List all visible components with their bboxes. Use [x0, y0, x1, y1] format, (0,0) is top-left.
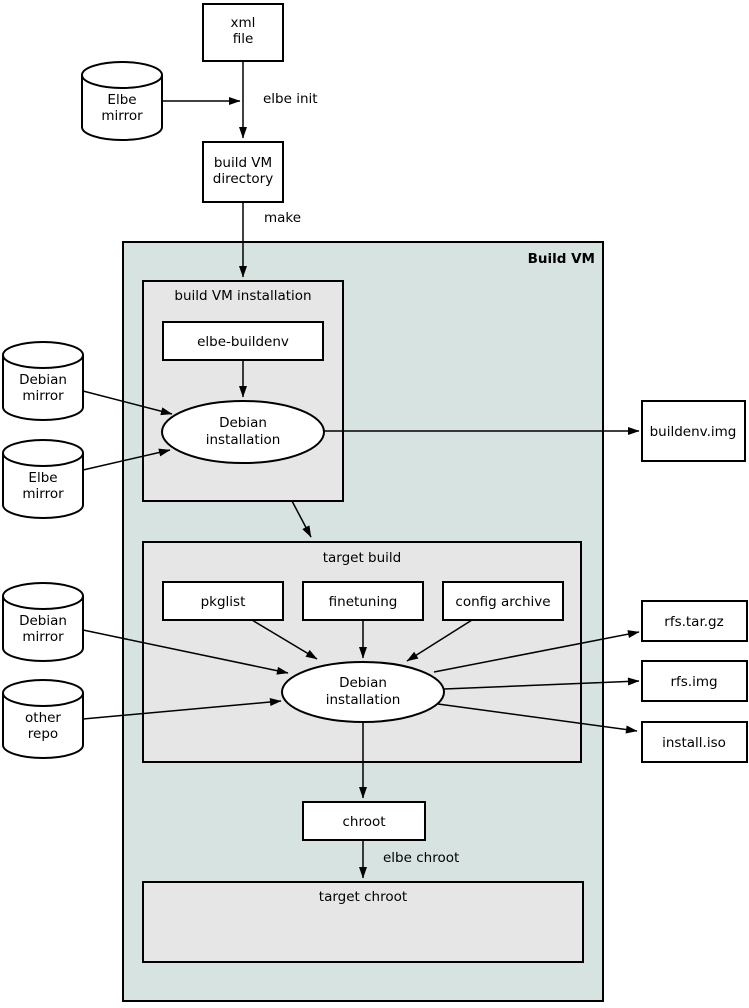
elbe-mirror-top-line1: Elbe [107, 92, 136, 108]
node-elbe-mirror-left: Elbe mirror [2, 439, 84, 519]
build-vm-installation-label: build VM installation [174, 288, 311, 304]
node-pkglist: pkglist [162, 581, 284, 621]
rfs-tar-gz-box [641, 600, 748, 642]
edge-debinst2-to-rfsimg [443, 677, 640, 690]
elbe-mirror-left-line2: mirror [22, 486, 64, 502]
debian-mirror-1-line2: mirror [22, 388, 64, 404]
elbe-mirror-top-line2: mirror [101, 108, 143, 124]
install-iso-label: install.iso [662, 735, 726, 751]
edge-debinst2-to-installiso [437, 703, 638, 734]
node-xml-file: xml file [202, 3, 284, 62]
node-debian-mirror-1: Debian mirror [2, 341, 84, 421]
debian-mirror-2-line2: mirror [22, 629, 64, 645]
node-rfs-tar-gz: rfs.tar.gz [641, 600, 748, 642]
finetuning-label: finetuning [329, 594, 398, 610]
debian-mirror-1-line1: Debian [19, 372, 67, 388]
other-repo-rim [2, 692, 84, 707]
chroot-label: chroot [342, 814, 385, 830]
debian-installation-vm-line1: Debian [219, 415, 267, 431]
debian-installation-vm-line2: installation [206, 432, 281, 448]
install-iso-box [641, 721, 748, 763]
config-archive-label: config archive [455, 594, 550, 610]
edges [82, 61, 640, 879]
node-elbe-buildenv: elbe-buildenv [162, 321, 324, 361]
node-debian-mirror-2: Debian mirror [2, 582, 84, 662]
edge-debinst2-to-rfstargz [433, 630, 640, 673]
node-install-iso: install.iso [641, 721, 748, 763]
pkglist-box [162, 581, 284, 621]
xml-file-line1: xml [231, 15, 256, 31]
node-build-vm-directory: build VM directory [202, 141, 284, 203]
edge-elbemirror2-to-debinst1 [82, 448, 171, 471]
node-debian-installation-vm: Debian installation [161, 400, 325, 464]
node-buildenv-img: buildenv.img [641, 400, 746, 462]
config-archive-box [442, 581, 564, 621]
node-elbe-mirror-top: Elbe mirror [81, 61, 163, 141]
rfs-img-box [641, 660, 748, 702]
edge-label-make: make [264, 210, 301, 226]
xml-file-line2: file [233, 31, 254, 47]
edge-configarchive-to-debinst2 [406, 619, 473, 662]
target-chroot-label: target chroot [319, 889, 407, 905]
elbe-mirror-left-line1: Elbe [28, 470, 57, 486]
xml-file-box [202, 3, 284, 62]
edge-pkglist-to-debinst2 [251, 619, 318, 660]
rfs-tar-gz-label: rfs.tar.gz [664, 614, 723, 630]
other-repo-line2: repo [28, 726, 58, 742]
elbe-buildenv-label: elbe-buildenv [197, 334, 289, 350]
build-vm-directory-line2: directory [213, 171, 273, 187]
target-build-cluster [142, 541, 582, 763]
edge-debmirror1-to-debinst1 [82, 390, 173, 416]
debian-installation-target-line1: Debian [339, 675, 387, 691]
build-vm-directory-line1: build VM [214, 155, 272, 171]
edge-otherrepo-to-debinst2 [82, 698, 282, 720]
elbe-mirror-top-cylinder [81, 61, 163, 141]
debian-installation-vm-ellipse [161, 400, 325, 464]
elbe-mirror-left-rim [2, 452, 84, 467]
node-config-archive: config archive [442, 581, 564, 621]
build-vm-label: Build VM [528, 251, 595, 267]
buildenv-img-label: buildenv.img [650, 424, 737, 440]
elbe-buildenv-box [162, 321, 324, 361]
node-other-repo: other repo [2, 679, 84, 759]
rfs-img-label: rfs.img [670, 674, 717, 690]
edge-label-elbe-init: elbe init [263, 91, 318, 107]
debian-mirror-2-cylinder [2, 582, 84, 662]
elbe-mirror-left-cylinder [2, 439, 84, 519]
target-chroot-cluster [142, 881, 584, 963]
finetuning-box [302, 581, 424, 621]
build-vm-directory-box [202, 141, 284, 203]
elbe-mirror-top-rim [81, 74, 163, 89]
node-debian-installation-target: Debian installation [281, 661, 445, 723]
buildenv-img-box [641, 400, 746, 462]
debian-installation-target-ellipse [281, 661, 445, 723]
node-chroot: chroot [302, 801, 426, 841]
debian-mirror-1-cylinder [2, 341, 84, 421]
other-repo-line1: other [25, 710, 61, 726]
debian-mirror-2-rim [2, 595, 84, 610]
edge-debmirror2-to-debinst2 [82, 629, 289, 675]
edge-label-elbe-chroot: elbe chroot [383, 850, 459, 866]
target-build-label: target build [323, 550, 402, 566]
node-finetuning: finetuning [302, 581, 424, 621]
pkglist-label: pkglist [201, 594, 246, 610]
debian-installation-target-line2: installation [326, 692, 401, 708]
debian-mirror-2-line1: Debian [19, 613, 67, 629]
node-rfs-img: rfs.img [641, 660, 748, 702]
chroot-box [302, 801, 426, 841]
other-repo-cylinder [2, 679, 84, 759]
debian-mirror-1-rim [2, 354, 84, 369]
edge-vminstall-to-targetbuild [291, 500, 312, 538]
